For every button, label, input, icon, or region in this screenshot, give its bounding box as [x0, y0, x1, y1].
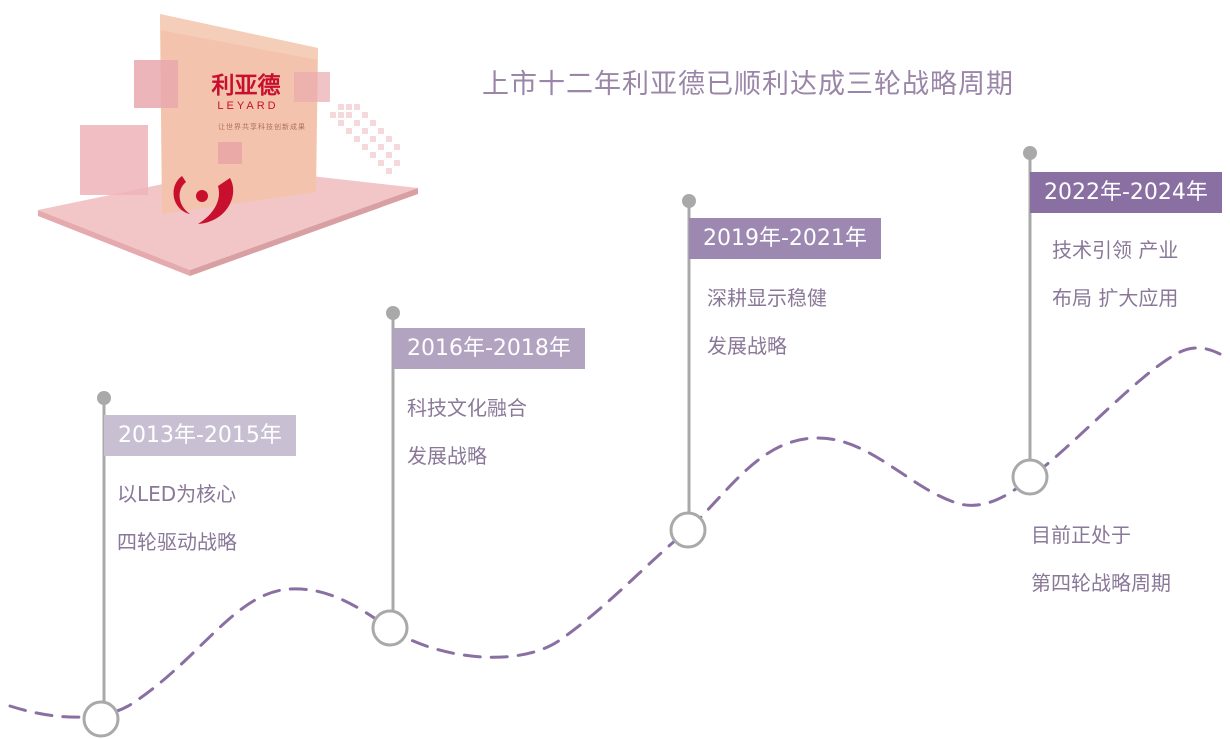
logo-brand-cn: 利亚德 — [212, 72, 281, 99]
logo-brand-en: LEYARD — [217, 100, 278, 112]
period-badge-2016: 2016年-2018年 — [393, 328, 585, 369]
strategy-2019-line2: 发展战略 — [707, 334, 787, 358]
strategy-2013: 以LED为核心 四轮驱动战略 — [117, 470, 237, 566]
strategy-2013-line2: 四轮驱动战略 — [117, 530, 237, 554]
logo-booth-illustration: 利亚德 LEYARD 让世界共享科技创新成果 — [38, 14, 418, 276]
strategy-2022: 技术引领 产业 布局 扩大应用 — [1052, 226, 1178, 322]
period-badge-2022: 2022年-2024年 — [1030, 172, 1222, 213]
strategy-2013-line1: 以LED为核心 — [117, 482, 237, 506]
strategy-2022-line2: 布局 扩大应用 — [1052, 286, 1179, 310]
strategy-2019: 深耕显示稳健 发展战略 — [707, 274, 827, 370]
logo-slogan: 让世界共享科技创新成果 — [218, 122, 306, 131]
page-title: 上市十二年利亚德已顺利达成三轮战略周期 — [482, 69, 1014, 100]
current-cycle-note: 目前正处于 第四轮战略周期 — [1031, 511, 1171, 607]
strategy-2016-line2: 发展战略 — [407, 444, 487, 468]
period-badge-2013: 2013年-2015年 — [104, 415, 296, 456]
strategy-2019-line1: 深耕显示稳健 — [707, 286, 827, 310]
period-badge-2019: 2019年-2021年 — [689, 218, 881, 259]
strategy-2016: 科技文化融合 发展战略 — [407, 384, 527, 480]
current-cycle-line2: 第四轮战略周期 — [1031, 571, 1171, 595]
strategy-2016-line1: 科技文化融合 — [407, 396, 527, 420]
current-cycle-line1: 目前正处于 — [1031, 523, 1131, 547]
strategy-2022-line1: 技术引领 产业 — [1052, 238, 1179, 262]
leyard-emblem-icon — [173, 176, 234, 224]
